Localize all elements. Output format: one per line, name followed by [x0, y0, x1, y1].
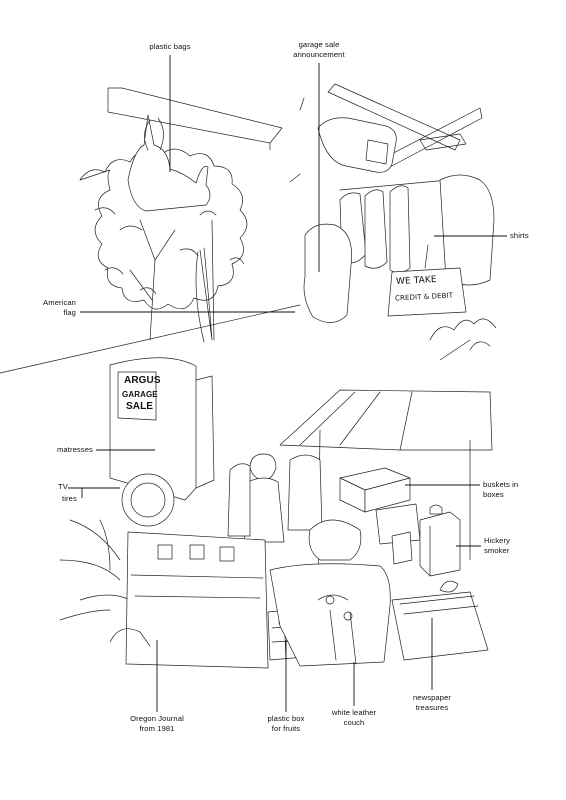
we-take-sign — [387, 244, 467, 317]
label-couch-2: couch — [343, 718, 365, 727]
label-american: American — [43, 298, 76, 307]
label-plastic-box-1: plastic box — [267, 714, 305, 723]
label-smoker: smoker — [484, 546, 510, 555]
shirts-drawing — [303, 174, 495, 323]
we-take-line1: WE TAKE — [395, 274, 437, 288]
label-plastic-bags: plastic bags — [149, 42, 191, 51]
argus-line3: SALE — [126, 401, 154, 412]
label-newspaper-2: treasures — [415, 703, 449, 712]
leader-lines — [68, 55, 507, 712]
label-hickery: Hickery — [484, 536, 511, 545]
label-oregon-2: from 1981 — [139, 724, 175, 733]
beam — [107, 87, 283, 144]
oregon-journal — [109, 531, 269, 669]
palm-left — [59, 519, 131, 621]
label-plastic-box-2: for fruits — [271, 724, 301, 733]
truck-drawing — [109, 357, 215, 527]
label-garage-sale-2: announcement — [293, 50, 345, 59]
buskets-boxes — [339, 467, 421, 565]
label-oregon-1: Oregon Journal — [130, 714, 184, 723]
plant-right — [429, 318, 497, 361]
flag-drawing — [195, 247, 213, 343]
label-shirts: shirts — [510, 231, 529, 240]
label-garage-sale-1: garage sale — [298, 40, 340, 49]
argus-line1: ARGUS — [124, 375, 161, 386]
label-couch-1: white leather — [331, 708, 377, 717]
crowd — [227, 453, 362, 561]
newspaper-pile — [391, 580, 489, 661]
label-buskets-1: buskets in — [483, 480, 519, 489]
label-tv: TV — [58, 482, 68, 491]
label-tires: tires — [62, 494, 77, 503]
argus-line2: GARAGE — [122, 390, 158, 399]
garage-ceiling — [289, 83, 483, 183]
couch-drawing — [269, 563, 391, 667]
label-buskets-2: boxes — [483, 490, 504, 499]
smoker — [419, 504, 461, 577]
label-matresses: matresses — [57, 445, 93, 454]
label-newspaper-1: newspaper — [412, 693, 452, 702]
label-flag: flag — [63, 308, 76, 317]
